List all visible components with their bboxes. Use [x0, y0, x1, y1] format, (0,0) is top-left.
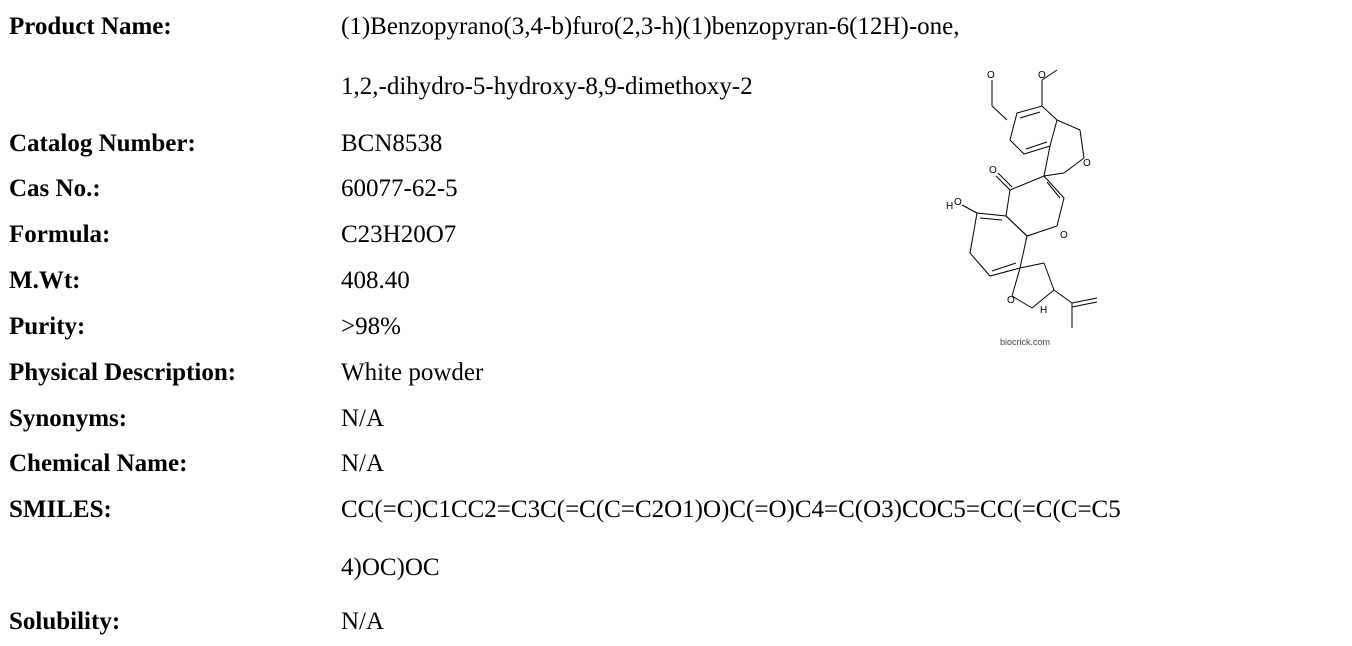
atom-label-o-2: O [1038, 70, 1046, 81]
atom-label-o-6: O [954, 197, 962, 208]
cas-no-value: 60077-62-5 [341, 175, 458, 202]
mwt-value: 408.40 [341, 267, 410, 294]
purity-label: Purity: [9, 313, 86, 340]
synonyms-value: N/A [341, 405, 385, 432]
chemical-name-value: N/A [341, 450, 385, 477]
atom-label-o-4: O [989, 165, 997, 176]
formula-value: C23H20O7 [341, 221, 457, 248]
smiles-value-line2: 4)OC)OC [341, 554, 440, 581]
structure-watermark: biocrick.com [1000, 337, 1050, 347]
solubility-label: Solubility: [9, 608, 121, 635]
mwt-label: M.Wt: [9, 267, 81, 294]
catalog-number-value: BCN8538 [341, 130, 443, 157]
purity-value: >98% [341, 313, 401, 340]
physical-description-value: White powder [341, 359, 484, 386]
product-name-value: (1)Benzopyrano(3,4-b)furo(2,3-h)(1)benzo… [341, 13, 960, 40]
product-name-value-line2: 1,2,-dihydro-5-hydroxy-8,9-dimethoxy-2 [341, 73, 753, 100]
atom-label-o-3: O [1083, 158, 1091, 169]
atom-label-h-1: H [946, 201, 953, 212]
atom-label-o-7: O [1007, 295, 1015, 306]
structure-drawing: O O O O O H O O H biocrick.com [932, 58, 1202, 358]
physical-description-label: Physical Description: [9, 359, 237, 386]
smiles-label: SMILES: [9, 496, 112, 523]
solubility-value: N/A [341, 608, 385, 635]
chemical-structure-image: O O O O O H O O H biocrick.com [932, 58, 1202, 358]
atom-label-o-5: O [1060, 230, 1068, 241]
atom-label-o-1: O [987, 70, 995, 81]
product-name-label: Product Name: [9, 13, 172, 40]
atom-label-h-2: H [1040, 305, 1047, 316]
chemical-name-label: Chemical Name: [9, 450, 188, 477]
formula-label: Formula: [9, 221, 111, 248]
catalog-number-label: Catalog Number: [9, 130, 196, 157]
smiles-value: CC(=C)C1CC2=C3C(=C(C=C2O1)O)C(=O)C4=C(O3… [341, 496, 1121, 523]
cas-no-label: Cas No.: [9, 175, 101, 202]
synonyms-label: Synonyms: [9, 405, 128, 432]
